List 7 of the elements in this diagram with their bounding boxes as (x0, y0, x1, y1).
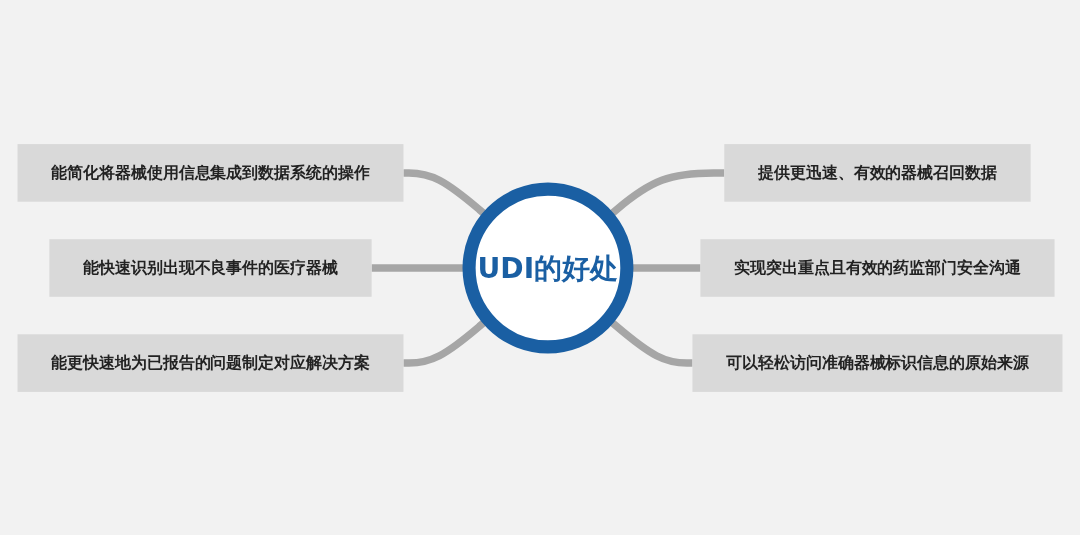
node-box: 提供更迅速、有效的器械召回数据 (724, 143, 1031, 202)
node-box: 可以轻松访问准确器械标识信息的原始来源 (692, 333, 1063, 392)
node-circle: UDI的好处 (462, 182, 634, 353)
node-box: 能简化将器械使用信息集成到数据系统的操作 (17, 143, 404, 202)
node-box: 实现突出重点且有效的药监部门安全沟通 (700, 238, 1055, 297)
node-box: 能更快速地为已报告的问题制定对应解决方案 (17, 333, 404, 392)
node-box: 能快速识别出现不良事件的医疗器械 (49, 238, 372, 297)
